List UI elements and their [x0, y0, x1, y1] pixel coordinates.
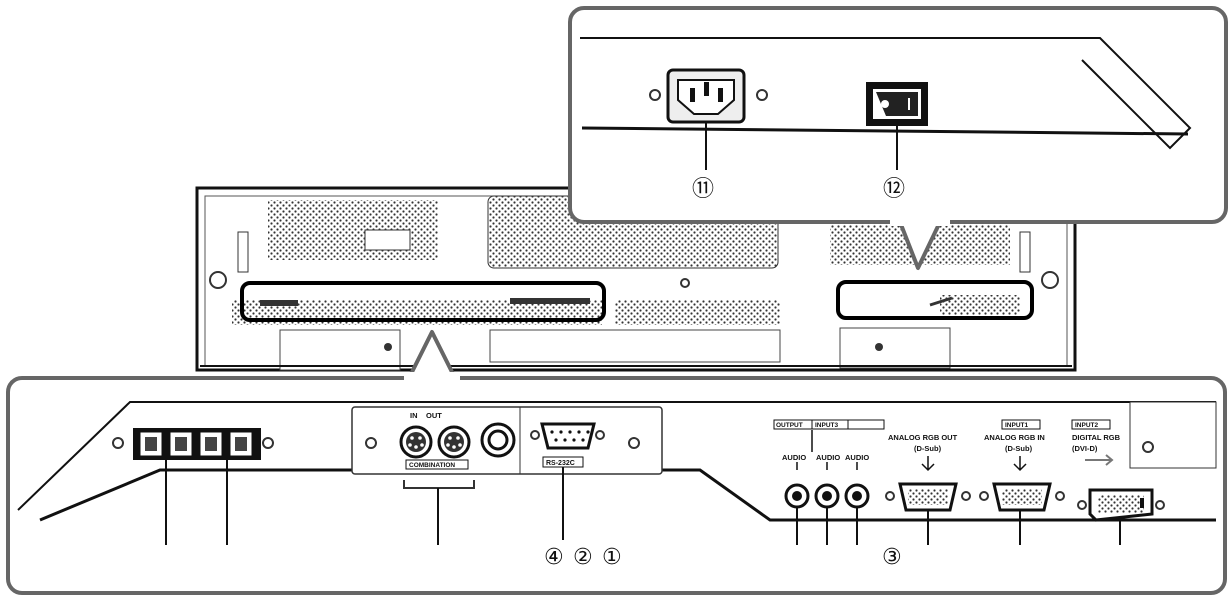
- callout-4: ④: [544, 545, 564, 570]
- round-terminal[interactable]: [480, 422, 516, 458]
- callout-12: ⑫: [883, 177, 905, 202]
- digital-rgb-dvi-terminal[interactable]: [1077, 488, 1165, 522]
- label-analog-rgb-in-sub: (D-Sub): [1005, 444, 1033, 453]
- label-analog-rgb-in: ANALOG RGB IN: [984, 433, 1045, 442]
- label-analog-rgb-out-sub: (D-Sub): [914, 444, 942, 453]
- label-input2: INPUT2: [1075, 422, 1099, 429]
- label-rs232c: RS-232C: [546, 460, 575, 467]
- audio-input-jack[interactable]: [844, 483, 870, 509]
- callout-3: ③: [882, 545, 902, 570]
- audio-output-jack[interactable]: [784, 483, 810, 509]
- label-input1: INPUT1: [1005, 422, 1029, 429]
- power-inset: ⑪ ⑫: [568, 6, 1228, 270]
- label-combination: COMBINATION: [409, 462, 455, 469]
- label-audio-3: AUDIO: [845, 453, 869, 462]
- speaker-terminals[interactable]: [112, 428, 274, 460]
- vent-grille-left: [268, 200, 438, 260]
- label-output: OUTPUT: [776, 422, 803, 429]
- label-audio-2: AUDIO: [816, 453, 840, 462]
- main-power-switch[interactable]: [866, 82, 928, 126]
- highlight-terminals-left: [240, 281, 606, 322]
- label-out: OUT: [426, 411, 442, 420]
- callout-1: ①: [602, 545, 622, 570]
- combination-out-terminal[interactable]: [437, 425, 471, 459]
- audio-input3-jack[interactable]: [814, 483, 840, 509]
- combination-in-terminal[interactable]: [399, 425, 433, 459]
- ac-power-inlet[interactable]: [649, 68, 768, 124]
- analog-rgb-out-terminal[interactable]: [885, 482, 971, 512]
- label-in: IN: [410, 411, 418, 420]
- terminals-inset: IN OUT COMBINATION: [6, 330, 1227, 595]
- label-input3: INPUT3: [815, 422, 839, 429]
- callout-2: ②: [573, 545, 593, 570]
- label-audio-1: AUDIO: [782, 453, 806, 462]
- label-analog-rgb-out: ANALOG RGB OUT: [888, 433, 958, 442]
- highlight-power-area: [836, 280, 1034, 320]
- label-digital-rgb: DIGITAL RGB: [1072, 433, 1121, 442]
- analog-rgb-in-terminal[interactable]: [979, 482, 1065, 512]
- callout-11: ⑪: [692, 177, 714, 202]
- label-digital-rgb-sub: (DVI-D): [1072, 444, 1098, 453]
- rs232c-terminal[interactable]: [530, 422, 605, 450]
- leader-lines: [165, 458, 1121, 545]
